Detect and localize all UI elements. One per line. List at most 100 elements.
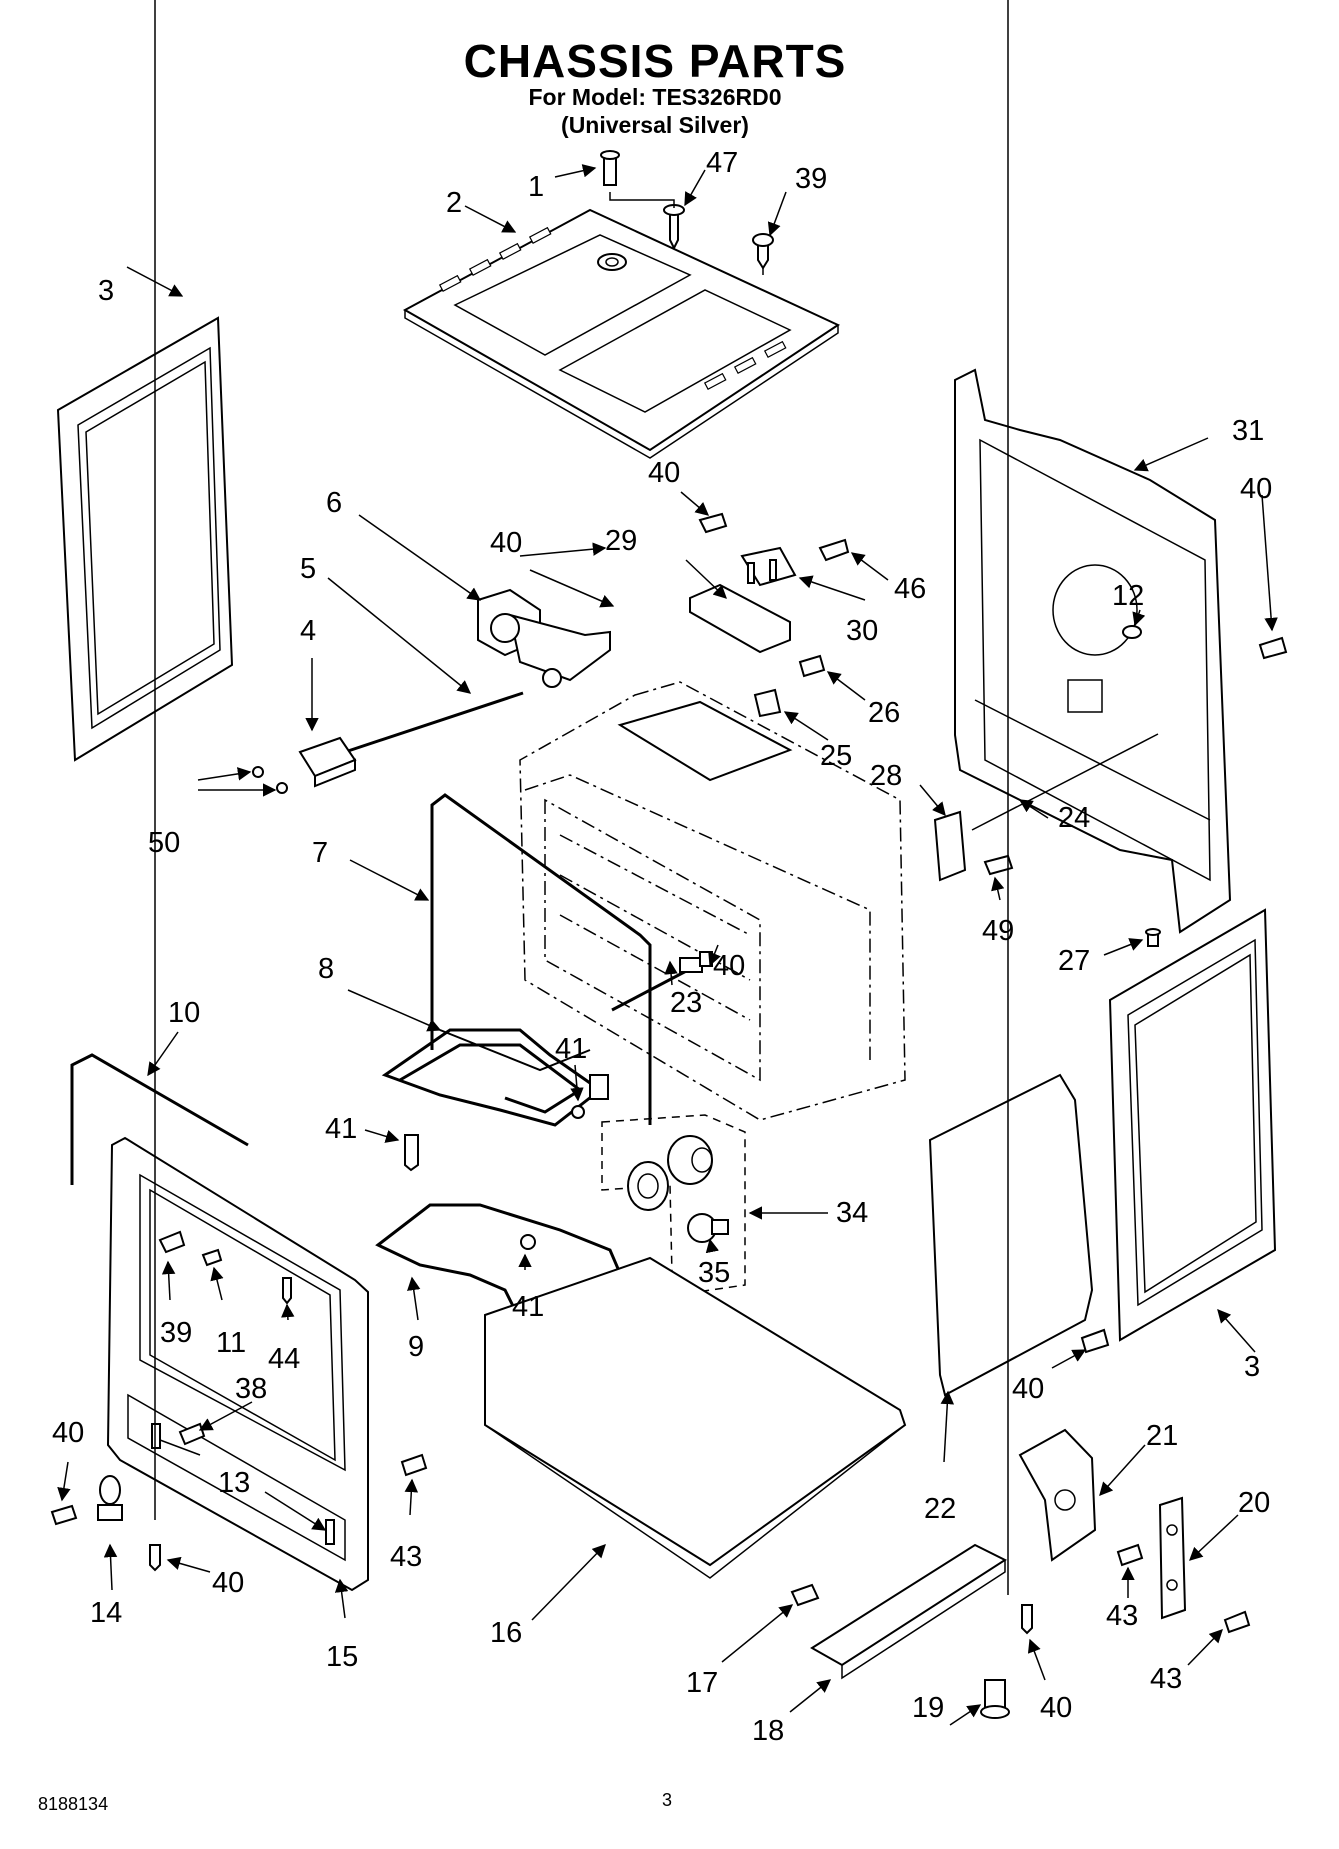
screw-part-40-frame-left	[50, 1504, 78, 1526]
bracket-part-29	[689, 583, 791, 654]
callout-3: 3	[1244, 1351, 1260, 1383]
callout-40: 40	[713, 950, 745, 982]
screw-part-39-top	[752, 233, 774, 270]
callout-43: 43	[1150, 1663, 1182, 1695]
model-line: For Model: TES326RD0	[528, 84, 782, 110]
callout-15: 15	[326, 1641, 358, 1673]
latch-bracket	[298, 736, 357, 788]
screw-part-40-leg	[1021, 1604, 1033, 1635]
leader-lines	[57, 0, 1278, 1726]
callout-34: 34	[836, 1197, 868, 1229]
callout-10: 10	[168, 997, 200, 1029]
light-lens	[627, 1161, 669, 1211]
finish-line: (Universal Silver)	[561, 112, 749, 138]
callout-43: 43	[1106, 1600, 1138, 1632]
screw-part-47	[663, 204, 685, 251]
hinge-slot-part-13	[151, 1423, 335, 1545]
callout-labels: 1 47 39 2 3 31 40 40 40 6 5 4 29 30 46 1…	[52, 147, 1272, 1747]
clip-part-17	[790, 1583, 820, 1607]
rear-panel	[954, 368, 1232, 934]
callout-3: 3	[98, 275, 114, 307]
top-panel	[402, 208, 841, 459]
screw-part-46	[818, 538, 850, 562]
callout-35: 35	[698, 1257, 730, 1289]
screw-part-41-left	[404, 1134, 419, 1172]
screw-part-43-frame	[400, 1453, 428, 1477]
leveling-leg-part-19	[980, 1679, 1010, 1719]
callout-41: 41	[555, 1033, 587, 1065]
callout-40: 40	[1040, 1692, 1072, 1724]
gasket-rod	[430, 793, 652, 1125]
document-number: 8188134	[38, 1794, 109, 1814]
callout-25: 25	[820, 740, 852, 772]
callout-14: 14	[90, 1597, 122, 1629]
callout-28: 28	[870, 760, 902, 792]
screw-part-43-shield	[1116, 1543, 1144, 1567]
callout-40: 40	[212, 1567, 244, 1599]
callout-31: 31	[1232, 415, 1264, 447]
light-bulb-part-35	[687, 1213, 729, 1243]
callout-44: 44	[268, 1343, 300, 1375]
screw-part-40-frame-low	[149, 1544, 161, 1572]
callout-29: 29	[605, 525, 637, 557]
callout-1: 1	[528, 171, 544, 203]
callout-16: 16	[490, 1617, 522, 1649]
callout-17: 17	[686, 1667, 718, 1699]
terminal-block-part-8	[589, 1074, 609, 1100]
callout-9: 9	[408, 1331, 424, 1363]
door-gasket	[70, 1053, 249, 1185]
page-title: CHASSIS PARTS	[463, 35, 847, 87]
callout-8: 8	[318, 953, 334, 985]
callout-2: 2	[446, 187, 462, 219]
callout-46: 46	[894, 573, 926, 605]
latch-rod	[347, 691, 524, 753]
callout-18: 18	[752, 1715, 784, 1747]
bottom-panel	[484, 1256, 907, 1579]
callout-20: 20	[1238, 1487, 1270, 1519]
rear-cover	[928, 1073, 1094, 1397]
callout-4: 4	[300, 615, 316, 647]
screw-part-26	[798, 654, 826, 678]
callout-50: 50	[148, 827, 180, 859]
pin-part-1	[600, 150, 620, 186]
screw-part-44	[282, 1277, 292, 1305]
bracket-part-20	[1158, 1496, 1187, 1620]
side-panel-right	[1108, 908, 1277, 1342]
bracket-part-30	[740, 546, 797, 587]
temp-sensor	[611, 951, 713, 1012]
screw-part-39-frame	[158, 1230, 186, 1254]
callout-40: 40	[648, 457, 680, 489]
callout-40: 40	[1240, 473, 1272, 505]
page-number: 3	[662, 1790, 673, 1810]
callout-22: 22	[924, 1493, 956, 1525]
callout-43: 43	[390, 1541, 422, 1573]
front-frame	[106, 1136, 369, 1592]
leveling-leg-part-14	[97, 1475, 123, 1521]
latch-assembly	[477, 588, 611, 688]
plug-part-12	[1122, 625, 1142, 639]
sensor-bracket-part-28	[933, 810, 967, 882]
screw-part-40-cover	[1080, 1328, 1110, 1354]
callout-30: 30	[846, 615, 878, 647]
screw-part-43-bracket	[1223, 1610, 1251, 1634]
side-panel-left	[56, 316, 234, 762]
screw-part-49	[983, 854, 1014, 876]
callout-24: 24	[1058, 802, 1090, 834]
callout-21: 21	[1146, 1420, 1178, 1452]
callout-23: 23	[670, 987, 702, 1019]
callout-26: 26	[868, 697, 900, 729]
heat-shield-part-21	[1018, 1428, 1097, 1562]
callout-41: 41	[325, 1113, 357, 1145]
callout-38: 38	[235, 1373, 267, 1405]
callout-7: 7	[312, 837, 328, 869]
screw-part-11	[201, 1248, 223, 1267]
screw-part-40-rear	[1258, 636, 1288, 660]
callout-40: 40	[52, 1417, 84, 1449]
leveling-rail-part-18	[810, 1543, 1008, 1680]
screw-part-41-bake	[571, 1105, 585, 1119]
callout-49: 49	[982, 915, 1014, 947]
callout-27: 27	[1058, 945, 1090, 977]
oven-cavity	[519, 681, 906, 1121]
screw-part-38	[178, 1422, 206, 1446]
